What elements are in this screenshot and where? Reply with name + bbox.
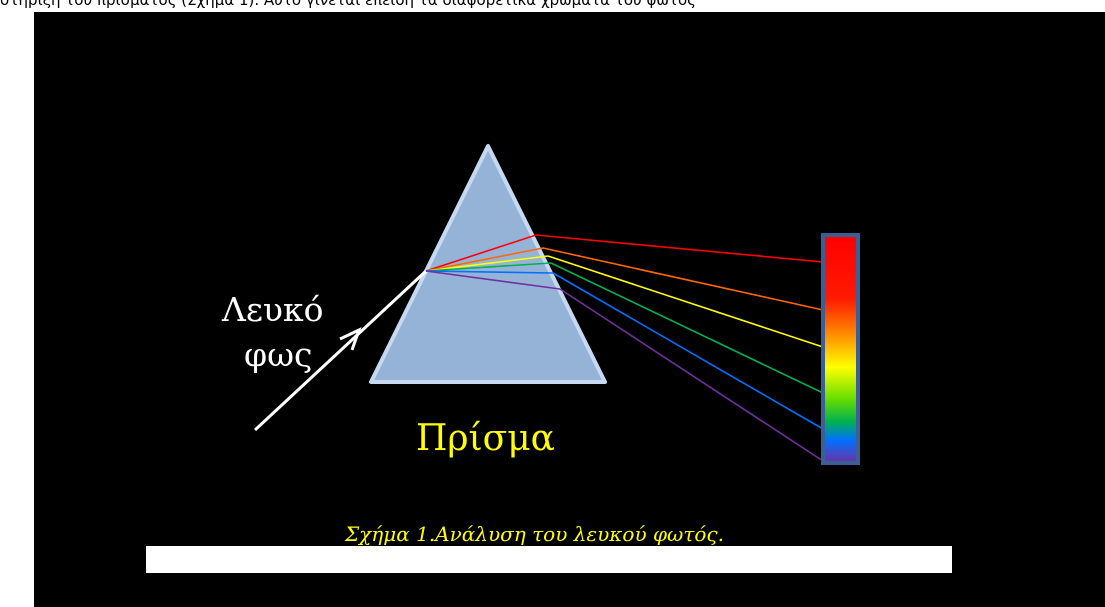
caption-background-box [146,546,952,573]
page-text-fragment: στήριξη του πρίσματος (Σχήμα 1). Αυτό γί… [0,0,696,9]
ray-inside-yellow [425,255,549,272]
ray-outside-violet [559,288,824,462]
white-light-label-line2: φως [244,335,313,374]
ray-inside-blue [425,270,554,274]
ray-inside-red [425,234,537,272]
white-light-arrowhead [339,327,362,351]
ray-inside-violet [425,270,561,290]
dispersed-rays [425,234,824,462]
white-light-ray [253,269,428,432]
ray-outside-green [550,262,824,394]
ray-inside-orange [425,247,544,272]
ray-outside-orange [542,247,824,311]
white-light-label-line1: Λευκό [221,290,323,329]
ray-outside-yellow [547,255,824,348]
figure-caption: Σχήμα 1.Ανάλυση του λευκού φωτός. [344,522,724,546]
ray-outside-red [535,234,824,263]
spectrum-bar [821,233,860,465]
ray-inside-green [425,262,552,272]
prism-label: Πρίσμα [416,418,555,459]
ray-outside-blue [552,272,824,430]
